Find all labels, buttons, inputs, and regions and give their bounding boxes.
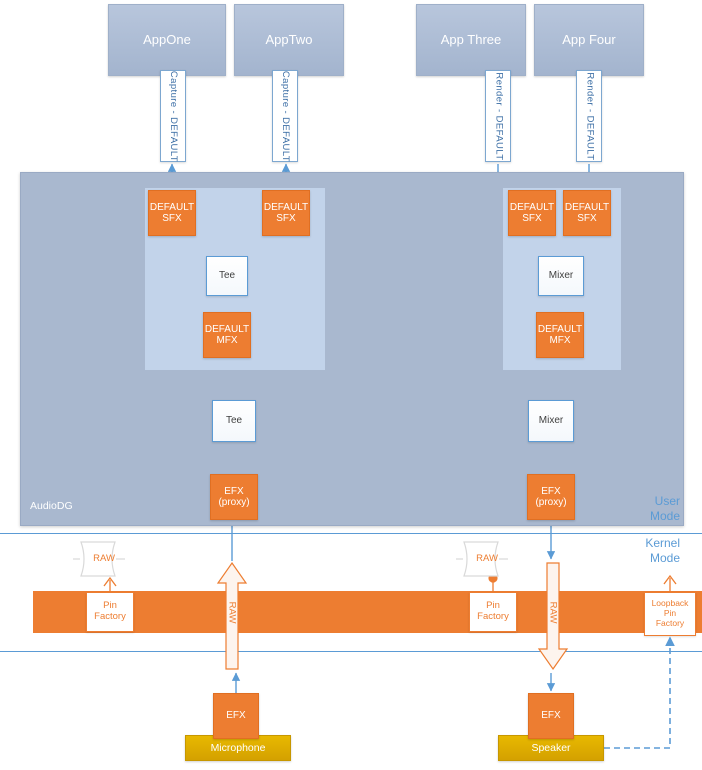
node-default-sfx-render-2[interactable]: DEFAULT SFX — [563, 190, 611, 236]
node-label: EFX — [226, 710, 246, 722]
node-tee-lower[interactable]: Tee — [212, 400, 256, 442]
app-box-app-one[interactable]: AppOne — [108, 4, 226, 76]
raw-arrow-label: RAW — [547, 601, 559, 624]
kernel-mode-label: Kernel Mode — [645, 536, 680, 565]
node-tee-capture[interactable]: Tee — [206, 256, 248, 296]
device-label: Microphone — [210, 741, 266, 754]
node-label: Tee — [218, 270, 236, 282]
node-default-sfx-render-1[interactable]: DEFAULT SFX — [508, 190, 556, 236]
raw-format-node-render: RAW — [456, 536, 518, 580]
stream-label: Render - DEFAULT — [493, 71, 505, 161]
node-label: DEFAULT SFX — [564, 201, 610, 225]
pin-factory-render[interactable]: Pin Factory — [469, 592, 517, 632]
node-label: DEFAULT SFX — [263, 201, 309, 225]
device-label: Speaker — [531, 741, 571, 754]
pin-factory-capture[interactable]: Pin Factory — [86, 592, 134, 632]
app-label: AppTwo — [265, 31, 313, 47]
node-default-mfx-capture[interactable]: DEFAULT MFX — [203, 312, 251, 358]
stream-label: Capture - DEFAULT — [280, 70, 292, 162]
node-mixer-render[interactable]: Mixer — [538, 256, 584, 296]
stream-pin-app-one[interactable]: Capture - DEFAULT — [160, 70, 186, 162]
stream-pin-app-two[interactable]: Capture - DEFAULT — [272, 70, 298, 162]
kernel-hardware-divider — [0, 651, 702, 652]
app-label: AppOne — [143, 31, 191, 47]
node-label: EFX (proxy) — [218, 485, 250, 509]
node-efx-microphone[interactable]: EFX — [213, 693, 259, 739]
app-box-app-four[interactable]: App Four — [534, 4, 644, 76]
user-kernel-divider — [0, 533, 702, 534]
stream-pin-app-four[interactable]: Render - DEFAULT — [576, 70, 602, 162]
pin-factory-label: Pin Factory — [477, 600, 509, 622]
audiodg-label: AudioDG — [30, 500, 73, 512]
node-efx-proxy-capture[interactable]: EFX (proxy) — [210, 474, 258, 520]
raw-block-arrow-render: RAW — [537, 561, 569, 671]
node-label: EFX — [541, 710, 561, 722]
node-label: DEFAULT MFX — [537, 323, 583, 347]
node-label: DEFAULT SFX — [509, 201, 555, 225]
node-label: EFX (proxy) — [535, 485, 567, 509]
node-efx-proxy-render[interactable]: EFX (proxy) — [527, 474, 575, 520]
app-label: App Four — [562, 31, 616, 47]
raw-format-node-capture: RAW — [73, 536, 135, 580]
pin-factory-label: Pin Factory — [94, 600, 126, 622]
app-box-app-two[interactable]: AppTwo — [234, 4, 344, 76]
node-label: DEFAULT MFX — [204, 323, 250, 347]
app-box-app-three[interactable]: App Three — [416, 4, 526, 76]
node-default-sfx-capture-1[interactable]: DEFAULT SFX — [148, 190, 196, 236]
node-efx-speaker[interactable]: EFX — [528, 693, 574, 739]
node-default-mfx-render[interactable]: DEFAULT MFX — [536, 312, 584, 358]
kernel-driver-band — [33, 591, 702, 633]
node-label: Mixer — [538, 415, 564, 427]
app-label: App Three — [440, 31, 502, 47]
raw-label: RAW — [476, 552, 498, 564]
raw-label: RAW — [93, 552, 115, 564]
node-label: DEFAULT SFX — [149, 201, 195, 225]
user-mode-label: User Mode — [649, 494, 680, 523]
node-label: Tee — [225, 415, 243, 427]
stream-label: Render - DEFAULT — [584, 71, 596, 161]
stream-pin-app-three[interactable]: Render - DEFAULT — [485, 70, 511, 162]
stream-label: Capture - DEFAULT — [168, 70, 180, 162]
raw-block-arrow-capture: RAW — [216, 561, 248, 671]
raw-arrow-label: RAW — [226, 601, 238, 624]
node-label: Mixer — [548, 270, 574, 282]
node-mixer-lower[interactable]: Mixer — [528, 400, 574, 442]
node-default-sfx-capture-2[interactable]: DEFAULT SFX — [262, 190, 310, 236]
loopback-pin-factory[interactable]: Loopback Pin Factory — [644, 592, 696, 636]
pin-factory-label: Loopback Pin Factory — [651, 598, 689, 628]
